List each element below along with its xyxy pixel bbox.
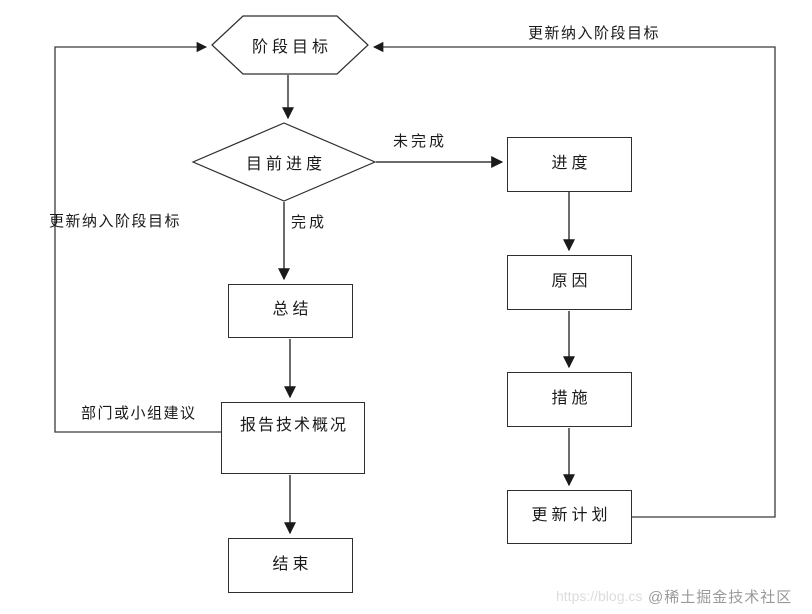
- edge-label-update-to-goal-left: 更新纳入阶段目标: [49, 213, 182, 230]
- stage-goal-hexagon: [211, 15, 369, 75]
- node-end: 结束: [228, 538, 353, 593]
- node-summary: 总结: [228, 284, 353, 338]
- watermark-url-text: https://blog.cs: [556, 588, 643, 604]
- edge-update-plan-to-stage-goal: [372, 41, 776, 518]
- node-progress: 进度: [507, 137, 632, 192]
- edge-report-to-stage-goal: [54, 41, 221, 433]
- edge-label-update-to-goal-right: 更新纳入阶段目标: [528, 25, 661, 42]
- watermark-community-text: @稀土掘金技术社区: [648, 589, 793, 606]
- node-update-plan: 更新计划: [507, 490, 632, 544]
- current-progress-diamond: [191, 122, 377, 202]
- edge-label-not-done: 未完成: [393, 133, 448, 150]
- node-report: 报告技术概况: [221, 402, 365, 474]
- node-reason: 原因: [507, 255, 632, 310]
- edge-label-done: 完成: [291, 214, 328, 231]
- node-measures: 措施: [507, 372, 632, 427]
- edge-label-dept-suggestion: 部门或小组建议: [81, 405, 197, 422]
